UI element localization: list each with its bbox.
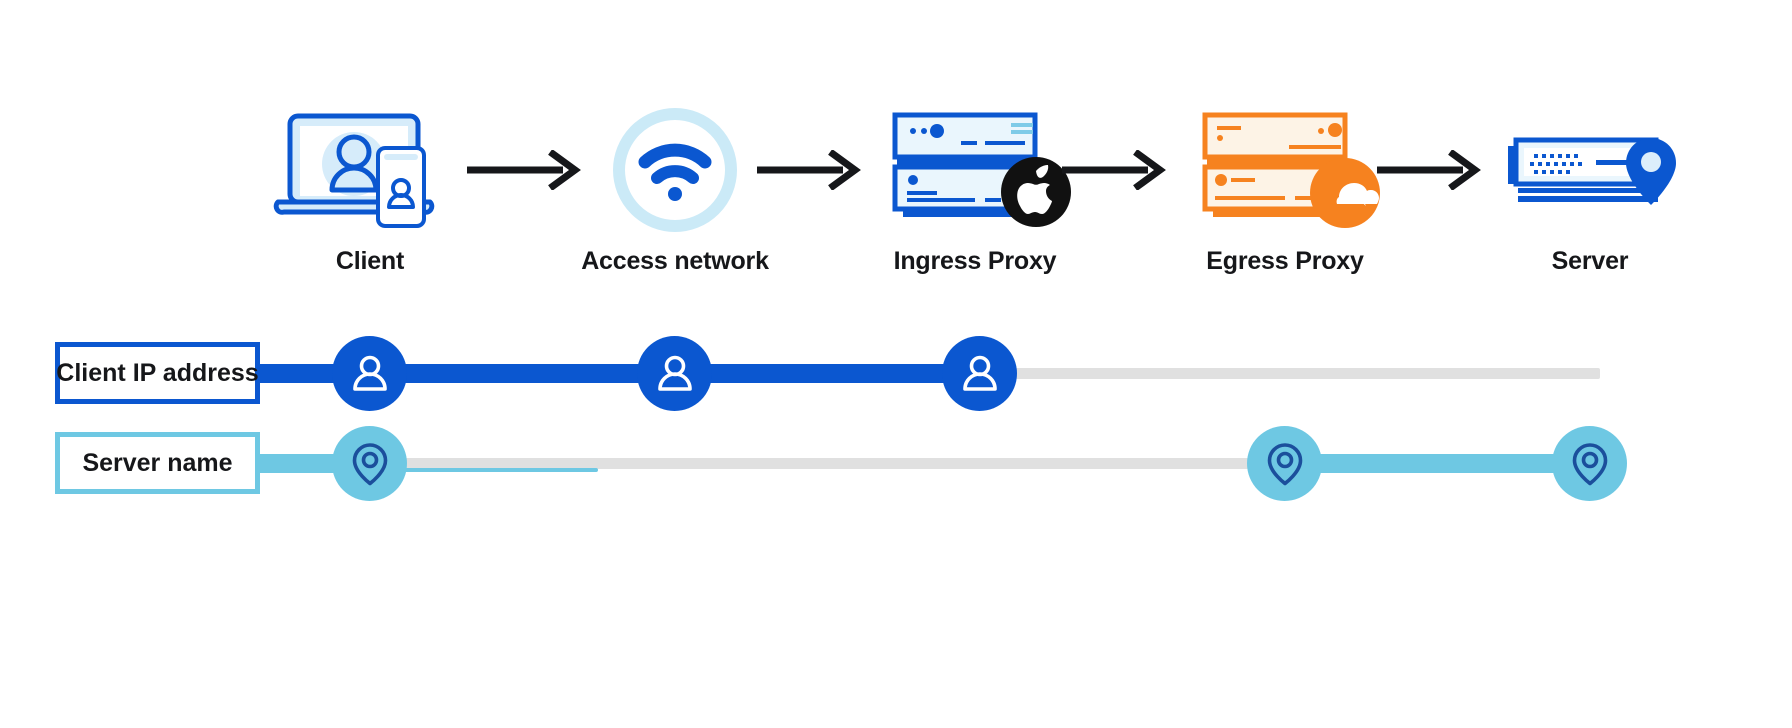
timeline-track-active	[255, 364, 1000, 383]
timeline-label-server-name: Server name	[82, 448, 233, 477]
server-rack-icon	[1165, 105, 1405, 235]
flow-label-ingress-proxy: Ingress Proxy	[893, 247, 1057, 275]
location-pin-icon	[352, 442, 387, 485]
location-pin-icon	[1267, 442, 1302, 485]
arrow-ingress-proxy-to-egress-proxy	[1060, 149, 1170, 191]
timeline-badge-pin-egress-proxy[interactable]	[1247, 426, 1322, 501]
timeline-label-box-server-name: Server name	[55, 432, 260, 494]
timeline-track-muted	[300, 458, 1300, 469]
timeline-track-active-left	[255, 454, 355, 473]
flow-label-client: Client	[335, 247, 405, 275]
flow-node-egress-proxy: Egress Proxy	[1165, 105, 1405, 276]
timeline-client-ip-address: Client IP address	[0, 320, 1792, 430]
laptop-phone-user-icon	[250, 105, 490, 235]
arrow-access-network-to-ingress-proxy	[755, 149, 865, 191]
wifi-icon	[555, 105, 795, 235]
arrow-egress-proxy-to-server	[1375, 149, 1485, 191]
timeline-badge-pin-client[interactable]	[332, 426, 407, 501]
timeline-badge-person-ingress-proxy[interactable]	[942, 336, 1017, 411]
timeline-track-active-right	[1265, 454, 1595, 473]
timeline-badge-pin-server[interactable]	[1552, 426, 1627, 501]
timeline-server-name: Server name	[0, 410, 1792, 520]
person-icon	[962, 355, 997, 391]
person-icon	[657, 355, 692, 391]
location-pin-icon	[1572, 442, 1607, 485]
flow-label-server: Server	[1551, 247, 1629, 275]
server-rack-icon	[855, 105, 1095, 235]
timeline-track-hint	[300, 468, 598, 472]
flow-node-server: Server	[1470, 105, 1710, 276]
flow-label-egress-proxy: Egress Proxy	[1206, 247, 1364, 275]
arrow-client-to-access-network	[465, 149, 585, 191]
flow-node-access-network: Access network	[555, 105, 795, 276]
flow-label-access-network: Access network	[581, 247, 769, 275]
timeline-label-box-client-ip-address: Client IP address	[55, 342, 260, 404]
person-icon	[352, 355, 387, 391]
timeline-badge-person-client[interactable]	[332, 336, 407, 411]
timeline-badge-person-access-network[interactable]	[637, 336, 712, 411]
server-single-icon	[1470, 105, 1710, 235]
timeline-label-client-ip-address: Client IP address	[56, 358, 259, 387]
flow-node-client: Client	[250, 105, 490, 276]
flow-node-ingress-proxy: Ingress Proxy	[855, 105, 1095, 276]
